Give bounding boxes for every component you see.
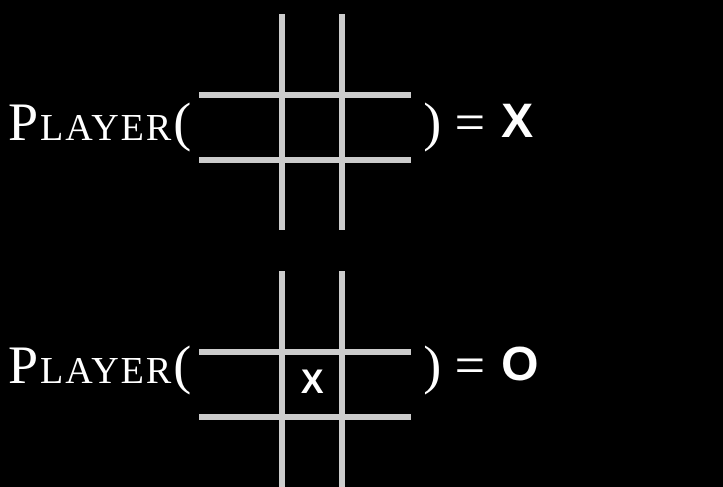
board-cell: [213, 415, 279, 481]
player-function-label: Player(: [8, 335, 194, 396]
board-cell: [279, 92, 345, 158]
board-cell: [345, 26, 411, 92]
board-cell: [213, 158, 279, 224]
close-paren-equals-label: ) =: [423, 335, 486, 396]
tic-tac-toe-grid-empty: [199, 13, 412, 230]
grid-line-vertical-right: [339, 271, 346, 487]
tic-tac-toe-grid-x-center: X: [199, 271, 412, 487]
grid-line-horizontal-bottom: [199, 156, 412, 163]
player-function-row-empty-board: Player( ) = X: [8, 13, 535, 230]
board-cell: [279, 26, 345, 92]
grid-line-vertical-left: [279, 271, 286, 487]
board-cells: X: [213, 283, 411, 481]
board-cell: [345, 349, 411, 415]
grid-line-horizontal-top: [199, 349, 412, 356]
board-cell: [213, 283, 279, 349]
board-cell: [213, 92, 279, 158]
board-cells: [213, 26, 411, 224]
board-cell: [279, 283, 345, 349]
grid-line-horizontal-bottom: [199, 414, 412, 421]
board-cell: [345, 92, 411, 158]
grid-line-vertical-left: [279, 13, 286, 230]
board-cell-center-x: X: [300, 363, 324, 402]
board-cell: [213, 349, 279, 415]
player-function-row-x-center-board: Player( X ) = O: [0, 244, 723, 487]
board-cell: [345, 158, 411, 224]
board-cell: [345, 415, 411, 481]
player-result-x: X: [501, 94, 535, 148]
board-cell: [279, 158, 345, 224]
close-paren-equals-label: ) =: [423, 91, 486, 152]
board-cell: [213, 26, 279, 92]
board-cell: [345, 283, 411, 349]
grid-line-horizontal-top: [199, 91, 412, 98]
player-result-o: O: [501, 338, 540, 392]
player-function-label: Player(: [8, 91, 194, 152]
grid-line-vertical-right: [339, 13, 346, 230]
board-cell: [279, 415, 345, 481]
